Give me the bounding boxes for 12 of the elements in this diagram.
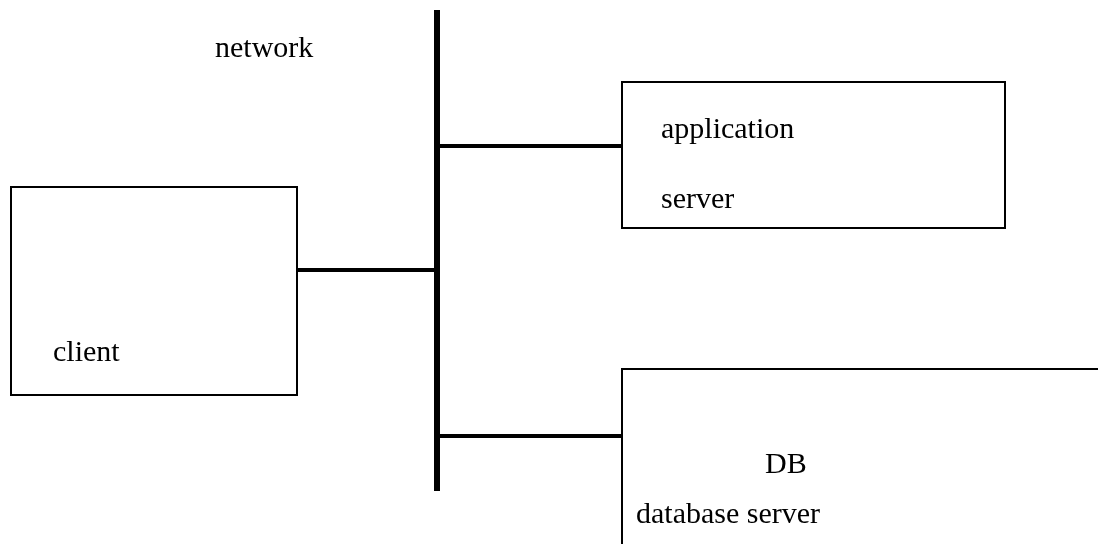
node-label: database server xyxy=(636,495,821,531)
connector-line xyxy=(298,268,434,272)
node-label: application server xyxy=(661,110,796,216)
connector-line xyxy=(440,434,621,438)
node-label: client xyxy=(53,333,120,369)
network-label: network xyxy=(215,29,314,65)
server-box xyxy=(621,81,1006,229)
server-box xyxy=(621,368,1098,544)
network-bus xyxy=(434,10,440,491)
client-box xyxy=(10,186,298,396)
connector-line xyxy=(440,144,621,148)
node-label: DB xyxy=(765,445,807,481)
